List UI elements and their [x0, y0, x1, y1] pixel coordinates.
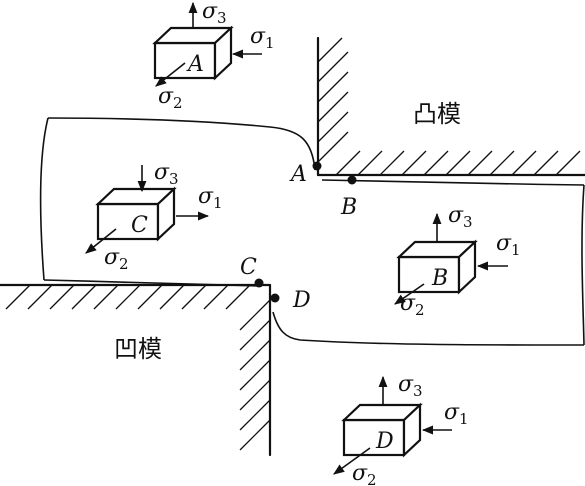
element-a: A σ3 σ1 σ2	[152, 0, 275, 112]
sigma-symbol: σ	[444, 400, 460, 425]
element-a-sigma1: σ1	[231, 24, 275, 59]
sigma-symbol: σ	[398, 372, 414, 397]
subscript-1: 1	[511, 241, 521, 259]
die	[0, 283, 272, 457]
element-c-sigma2: σ2	[85, 228, 129, 273]
sigma-symbol: σ	[198, 184, 214, 209]
svg-text:σ3: σ3	[154, 160, 179, 188]
point-b-dot	[347, 175, 357, 185]
sigma-symbol: σ	[250, 24, 266, 49]
element-a-cube: A	[152, 25, 234, 81]
die-hatching	[5, 284, 271, 451]
element-b-label: B	[431, 266, 448, 291]
subscript-2: 2	[119, 255, 129, 273]
subscript-2: 2	[173, 94, 183, 112]
sigma-symbol: σ	[448, 203, 464, 228]
sigma-symbol: σ	[496, 231, 512, 256]
element-b-cube: B	[396, 239, 478, 295]
sigma-symbol: σ	[400, 291, 416, 316]
svg-text:σ2: σ2	[104, 245, 129, 273]
element-d-sigma3: σ3	[378, 372, 423, 405]
element-a-label: A	[186, 52, 204, 77]
point-a-dot	[312, 161, 322, 171]
point-d-label: D	[292, 288, 311, 313]
svg-text:σ1: σ1	[198, 184, 223, 212]
punch	[316, 36, 585, 177]
subscript-3: 3	[413, 382, 423, 400]
element-d: D σ3 σ1 σ2	[333, 372, 469, 486]
element-b: B σ3 σ1 σ2	[394, 203, 521, 319]
svg-text:σ3: σ3	[448, 203, 473, 231]
sigma-symbol: σ	[104, 245, 120, 270]
subscript-2: 2	[415, 301, 425, 319]
element-b-sigma3: σ3	[432, 203, 473, 242]
point-d-dot	[270, 293, 280, 303]
point-b-label: B	[340, 195, 357, 220]
sigma-symbol: σ	[352, 461, 368, 486]
element-d-sigma2: σ2	[333, 447, 377, 486]
element-c-cube: C	[95, 186, 177, 242]
element-a-sigma2: σ2	[155, 62, 186, 112]
svg-text:σ2: σ2	[158, 84, 183, 112]
element-a-sigma3: σ3	[188, 0, 227, 28]
subscript-1: 1	[459, 410, 469, 428]
svg-text:σ2: σ2	[400, 291, 425, 319]
svg-text:σ1: σ1	[444, 400, 469, 428]
element-c-sigma3: σ3	[137, 160, 179, 193]
punch-label: 凸模	[413, 100, 461, 128]
svg-text:σ2: σ2	[352, 461, 377, 486]
element-b-sigma2: σ2	[394, 283, 425, 319]
die-label: 凹模	[114, 335, 162, 363]
punch-hatching	[317, 37, 581, 176]
svg-text:σ1: σ1	[496, 231, 521, 259]
subscript-3: 3	[463, 213, 473, 231]
svg-text:σ3: σ3	[202, 0, 227, 27]
sigma-symbol: σ	[154, 160, 170, 185]
subscript-1: 1	[265, 34, 275, 52]
subscript-3: 3	[217, 9, 227, 27]
svg-text:σ3: σ3	[398, 372, 423, 400]
element-d-sigma1: σ1	[421, 400, 469, 435]
element-c-sigma1: σ1	[176, 184, 223, 221]
sheet-outline	[39, 117, 585, 346]
sigma-symbol: σ	[202, 0, 218, 24]
point-markers: A B C D	[240, 161, 357, 313]
element-c: C σ3 σ1 σ2	[85, 160, 223, 273]
subscript-1: 1	[213, 194, 223, 212]
element-c-label: C	[131, 213, 148, 238]
element-d-cube: D	[341, 402, 423, 458]
point-c-label: C	[240, 255, 257, 280]
svg-text:σ1: σ1	[250, 24, 275, 52]
subscript-2: 2	[367, 471, 377, 486]
point-a-label: A	[289, 162, 307, 187]
element-d-label: D	[375, 429, 394, 454]
point-c-dot	[254, 278, 264, 288]
sigma-symbol: σ	[158, 84, 174, 109]
subscript-3: 3	[169, 170, 179, 188]
element-b-sigma1: σ1	[476, 231, 521, 271]
